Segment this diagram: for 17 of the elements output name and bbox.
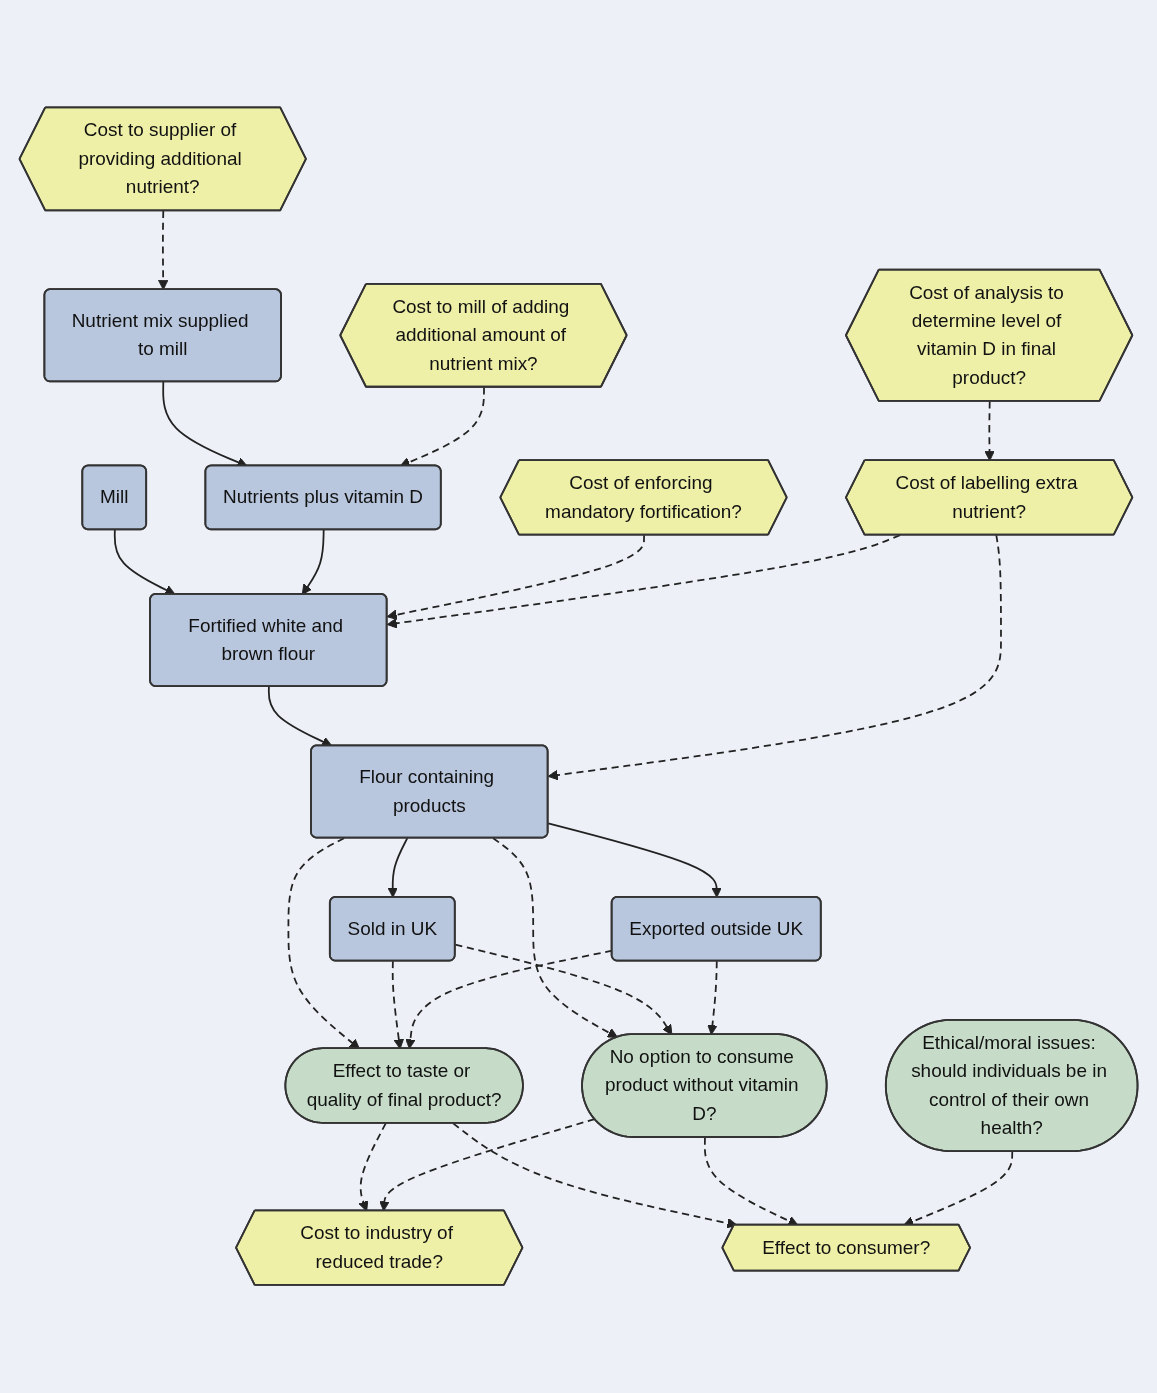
arrow [301, 529, 325, 596]
arrow [452, 1122, 738, 1229]
arrow [454, 944, 673, 1036]
arrow [158, 210, 169, 291]
arrow [113, 529, 176, 596]
arrow [387, 837, 409, 899]
arrow [386, 534, 901, 629]
arrow [386, 534, 645, 621]
arrow [379, 1118, 596, 1212]
arrow [547, 822, 722, 899]
arrow [547, 534, 1002, 781]
arrow [358, 1122, 387, 1212]
arrow [707, 960, 718, 1036]
arrow [984, 400, 995, 462]
arrow [492, 837, 618, 1039]
arrow [287, 837, 360, 1050]
arrow [391, 960, 404, 1050]
